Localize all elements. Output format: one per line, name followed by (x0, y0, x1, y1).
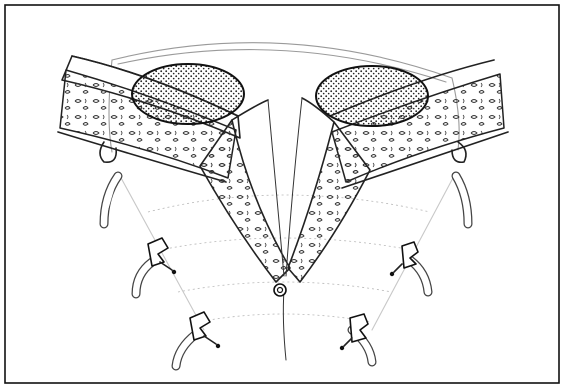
central-cleft (268, 98, 302, 360)
left-tube-middle (136, 262, 152, 294)
left-tube-upper (104, 176, 118, 224)
left-suture-loop (100, 142, 116, 162)
left-clamp-upper (148, 238, 176, 274)
suture-knot (274, 284, 286, 296)
left-dotted-oval (132, 64, 244, 124)
right-dotted-oval (316, 66, 428, 126)
right-tube-upper (456, 176, 468, 224)
background-arcs (148, 195, 430, 322)
left-clamp-lower (190, 312, 220, 348)
